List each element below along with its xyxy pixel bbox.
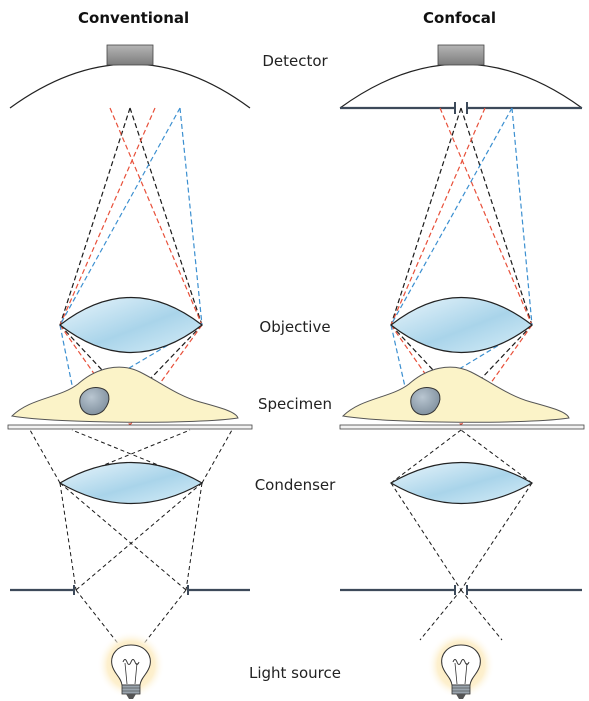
condenser-lens	[389, 462, 534, 504]
specimen-nucleus	[79, 387, 110, 416]
ray-blue	[59, 107, 181, 326]
ray-black	[129, 324, 203, 401]
illumination-rays	[390, 429, 533, 641]
ray-red	[59, 107, 156, 326]
detector-arc	[339, 63, 583, 109]
ray-illum	[201, 429, 233, 484]
objective-label: Objective	[259, 318, 331, 336]
confocal-title: Confocal	[423, 9, 496, 27]
confocal-column	[339, 44, 585, 699]
ray-illum	[390, 429, 462, 484]
condenser-label: Condenser	[254, 476, 336, 494]
specimen-cell	[341, 366, 570, 423]
emission-rays	[59, 107, 203, 426]
ray-illum	[419, 589, 462, 641]
ray-black	[59, 324, 131, 401]
ray-black	[460, 324, 533, 401]
ray-red	[59, 324, 131, 426]
specimen-label: Specimen	[257, 395, 333, 413]
ray-black	[390, 107, 462, 326]
ray-illum	[390, 482, 462, 591]
specimen-nucleus	[410, 387, 441, 416]
ray-illum	[75, 589, 132, 661]
detector-arc	[9, 63, 251, 109]
bulb-icon	[441, 644, 481, 699]
condenser-lens	[58, 462, 204, 504]
bulb-icon	[111, 644, 151, 699]
ray-black	[59, 107, 131, 326]
ray-blue	[179, 107, 203, 326]
ray-blue	[59, 324, 76, 401]
ray-black	[129, 107, 203, 326]
light-source-label: Light source	[248, 664, 341, 682]
conventional-title: Conventional	[78, 9, 190, 27]
conventional-column	[7, 44, 253, 699]
ray-blue	[511, 107, 533, 326]
ray-illum	[460, 429, 533, 484]
ray-illum	[185, 482, 203, 591]
ray-black	[390, 324, 462, 401]
detector-sensor	[106, 44, 154, 66]
ray-red	[129, 324, 203, 426]
specimen-cell	[10, 366, 239, 423]
ray-illum	[29, 429, 61, 484]
detector-label: Detector	[262, 52, 328, 70]
detector-sensor	[437, 44, 485, 66]
ray-red	[439, 107, 533, 326]
ray-illum	[460, 482, 533, 591]
ray-illum	[130, 589, 187, 661]
ray-red	[109, 107, 203, 326]
ray-illum	[460, 589, 503, 641]
ray-black	[460, 107, 533, 326]
specimen-slide	[339, 424, 585, 430]
ray-blue	[390, 107, 513, 326]
objective-lens	[59, 297, 203, 353]
ray-red	[460, 324, 533, 426]
emission-rays	[390, 107, 533, 426]
specimen-slide	[7, 424, 253, 430]
ray-red	[390, 107, 486, 326]
objective-lens	[390, 297, 533, 353]
ray-red	[390, 324, 462, 426]
ray-illum	[59, 482, 77, 591]
